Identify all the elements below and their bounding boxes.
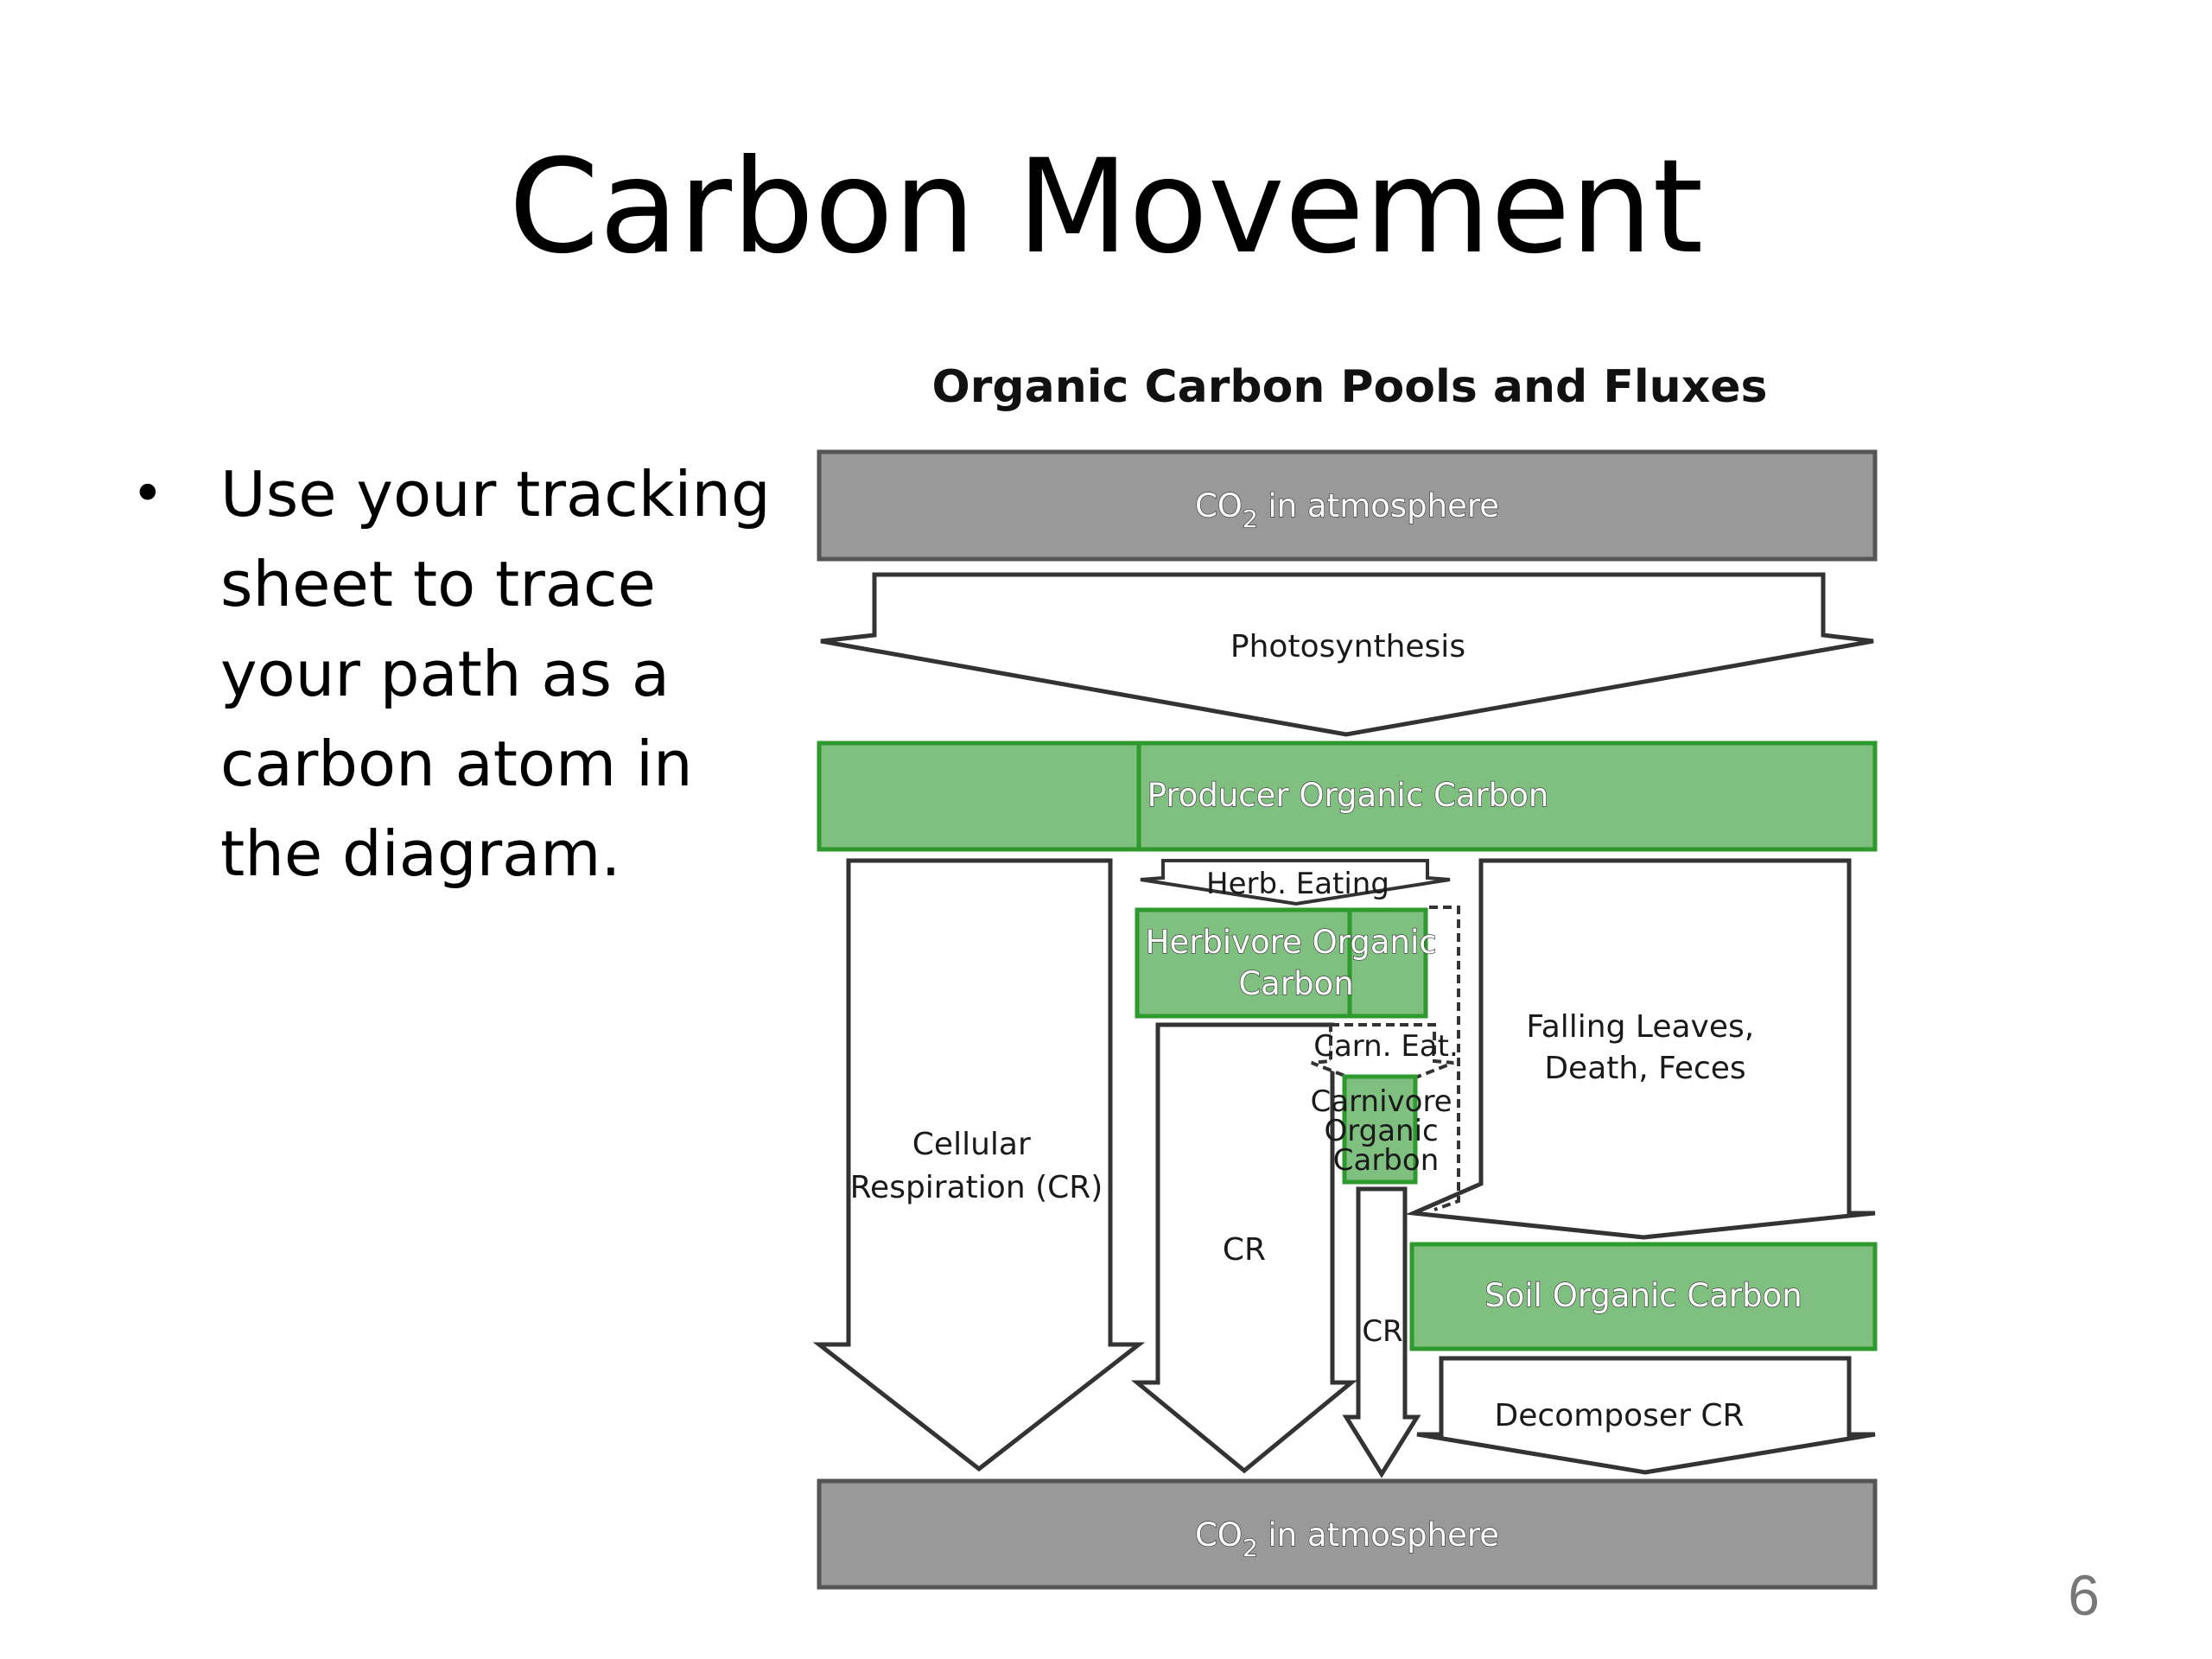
bullet-text: Use your tracking sheet to trace your pa… (220, 458, 771, 890)
carn-eat-arrow (1311, 1023, 1454, 1093)
herb-eating-arrow (1140, 859, 1451, 906)
carnivore-cr-arrow (1342, 1186, 1421, 1478)
carnivore-organic-carbon-box (1342, 1074, 1418, 1185)
soil-organic-carbon-box (1409, 1242, 1878, 1351)
carnivore-organic-carbon-label: Carnivore Organic Carbon (1311, 1084, 1462, 1178)
bullet-item: • Use your tracking sheet to trace your … (121, 449, 778, 899)
co2-atmosphere-top-label: CO2 in atmosphere (1195, 487, 1499, 533)
soil-organic-carbon-label: Soil Organic Carbon (1484, 1277, 1802, 1314)
carn-eat-label: Carn. Eat. (1313, 1029, 1459, 1064)
producer-organic-carbon-label: Producer Organic Carbon (1147, 777, 1549, 814)
bullet-list: • Use your tracking sheet to trace your … (121, 449, 778, 899)
decomposer-cr-arrow (1416, 1356, 1876, 1475)
falling-leaves-label: Falling Leaves, Death, Feces (1526, 1009, 1764, 1086)
producer-organic-carbon-box (817, 741, 1878, 852)
co2-atmosphere-top-box (817, 449, 1878, 562)
cellular-respiration-label: Cellular Respiration (CR) (850, 1127, 1103, 1205)
falling-leaves-arrow (1405, 858, 1876, 1240)
carnivore-cr-label: CR (1362, 1314, 1402, 1349)
photosynthesis-arrow (820, 572, 1874, 737)
slide-title: Carbon Movement (508, 132, 1704, 283)
cellular-respiration-arrow (812, 858, 1146, 1472)
co2-atmosphere-bottom-label: CO2 in atmosphere (1195, 1516, 1499, 1562)
herbivore-organic-carbon-label: Herbivore Organic Carbon (1146, 924, 1447, 1002)
diagram-title: Organic Carbon Pools and Fluxes (932, 361, 1768, 413)
herbivore-cr-arrow (1131, 1022, 1357, 1474)
page-number: 6 (2068, 1563, 2100, 1627)
co2-atmosphere-bottom-box (817, 1478, 1878, 1590)
decomposer-cr-label: Decomposer CR (1495, 1398, 1745, 1433)
bullet-dot-icon: • (131, 462, 164, 526)
herbivore-organic-carbon-box (1135, 907, 1428, 1019)
photosynthesis-label: Photosynthesis (1230, 629, 1465, 664)
herbivore-to-soil-flux (1429, 906, 1460, 1211)
herb-eating-label: Herb. Eating (1206, 867, 1389, 901)
herbivore-cr-label: CR (1223, 1232, 1266, 1268)
